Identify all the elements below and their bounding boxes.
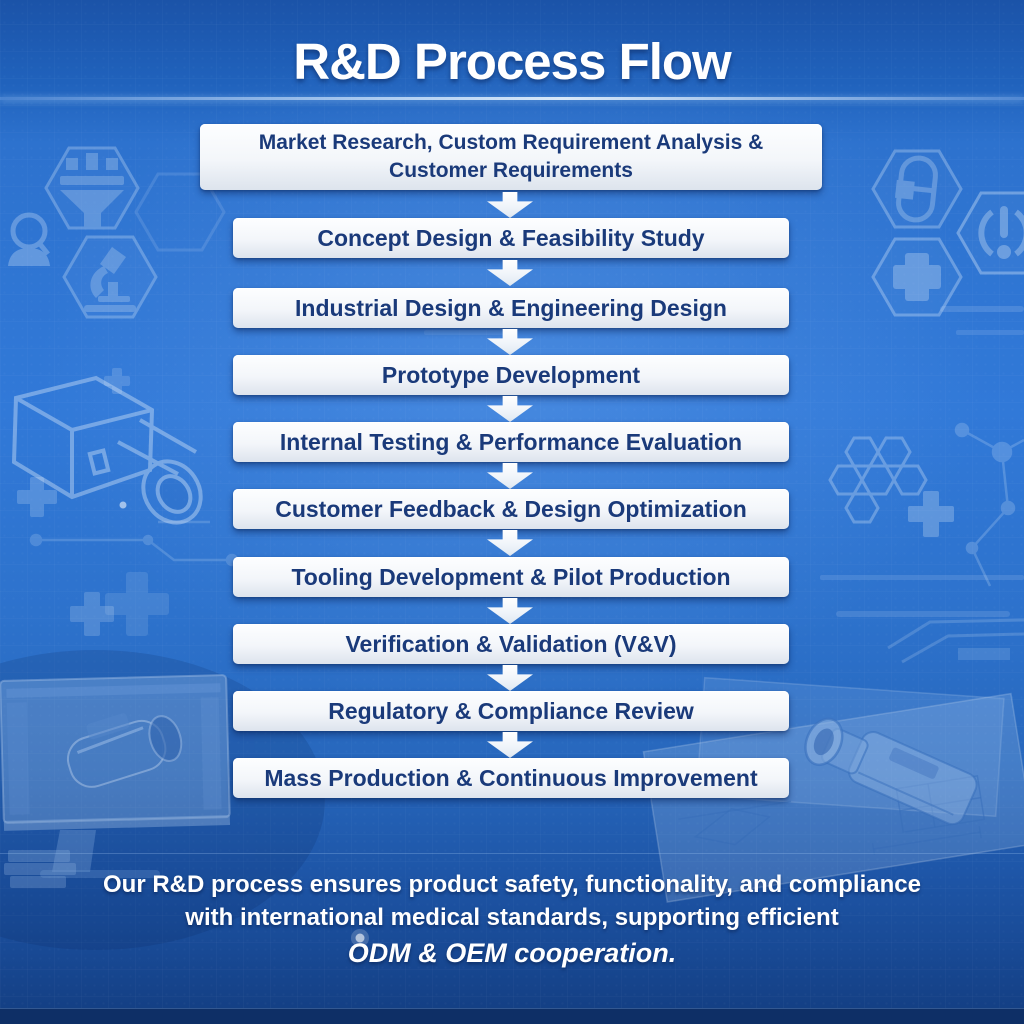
flow-step-label: Mass Production & Continuous Improvement [264,764,758,791]
flow-step-label: Customer Feedback & Design Optimization [275,495,747,522]
down-arrow-icon [487,329,533,355]
flow-step-label: Market Research, Custom Requirement Anal… [258,131,764,182]
flow-step-7: Tooling Development & Pilot Production [233,557,789,597]
flow-step-8: Verification & Validation (V&V) [233,624,789,664]
down-arrow-icon [487,598,533,624]
bottom-edge-band [0,1008,1024,1024]
footer-note: Our R&D process ensures product safety, … [0,868,1024,970]
down-arrow-icon [487,530,533,556]
flow-step-3: Industrial Design & Engineering Design [233,288,789,328]
down-arrow-icon [487,463,533,489]
flow-step-9: Regulatory & Compliance Review [233,691,789,731]
flow-step-2: Concept Design & Feasibility Study [233,218,789,258]
footer-line-emphasis: ODM & OEM cooperation. [347,938,677,968]
down-arrow-icon [487,396,533,422]
flow-step-label: Internal Testing & Performance Evaluatio… [279,428,743,455]
flow-step-10: Mass Production & Continuous Improvement [233,758,789,798]
down-arrow-icon [487,732,533,758]
footer-line-1: Our R&D process ensures product safety, … [103,871,921,898]
flow-step-4: Prototype Development [233,355,789,395]
page-title: R&D Process Flow [293,33,731,90]
down-arrow-icon [487,192,533,218]
flow-step-label: Industrial Design & Engineering Design [295,294,727,321]
down-arrow-icon [487,665,533,691]
title-divider [0,97,1024,100]
down-arrow-icon [487,260,533,286]
footer-line-2: with international medical standards, su… [185,904,839,931]
flow-step-label: Verification & Validation (V&V) [345,630,677,657]
flow-step-label: Regulatory & Compliance Review [328,697,694,724]
flow-step-label: Prototype Development [381,361,641,388]
flow-step-6: Customer Feedback & Design Optimization [233,489,789,529]
section-divider [0,853,1024,854]
flow-step-label: Concept Design & Feasibility Study [317,224,705,251]
flow-step-label: Tooling Development & Pilot Production [291,563,731,590]
flow-step-5: Internal Testing & Performance Evaluatio… [233,422,789,462]
flow-step-1: Market Research, Custom Requirement Anal… [200,124,822,190]
